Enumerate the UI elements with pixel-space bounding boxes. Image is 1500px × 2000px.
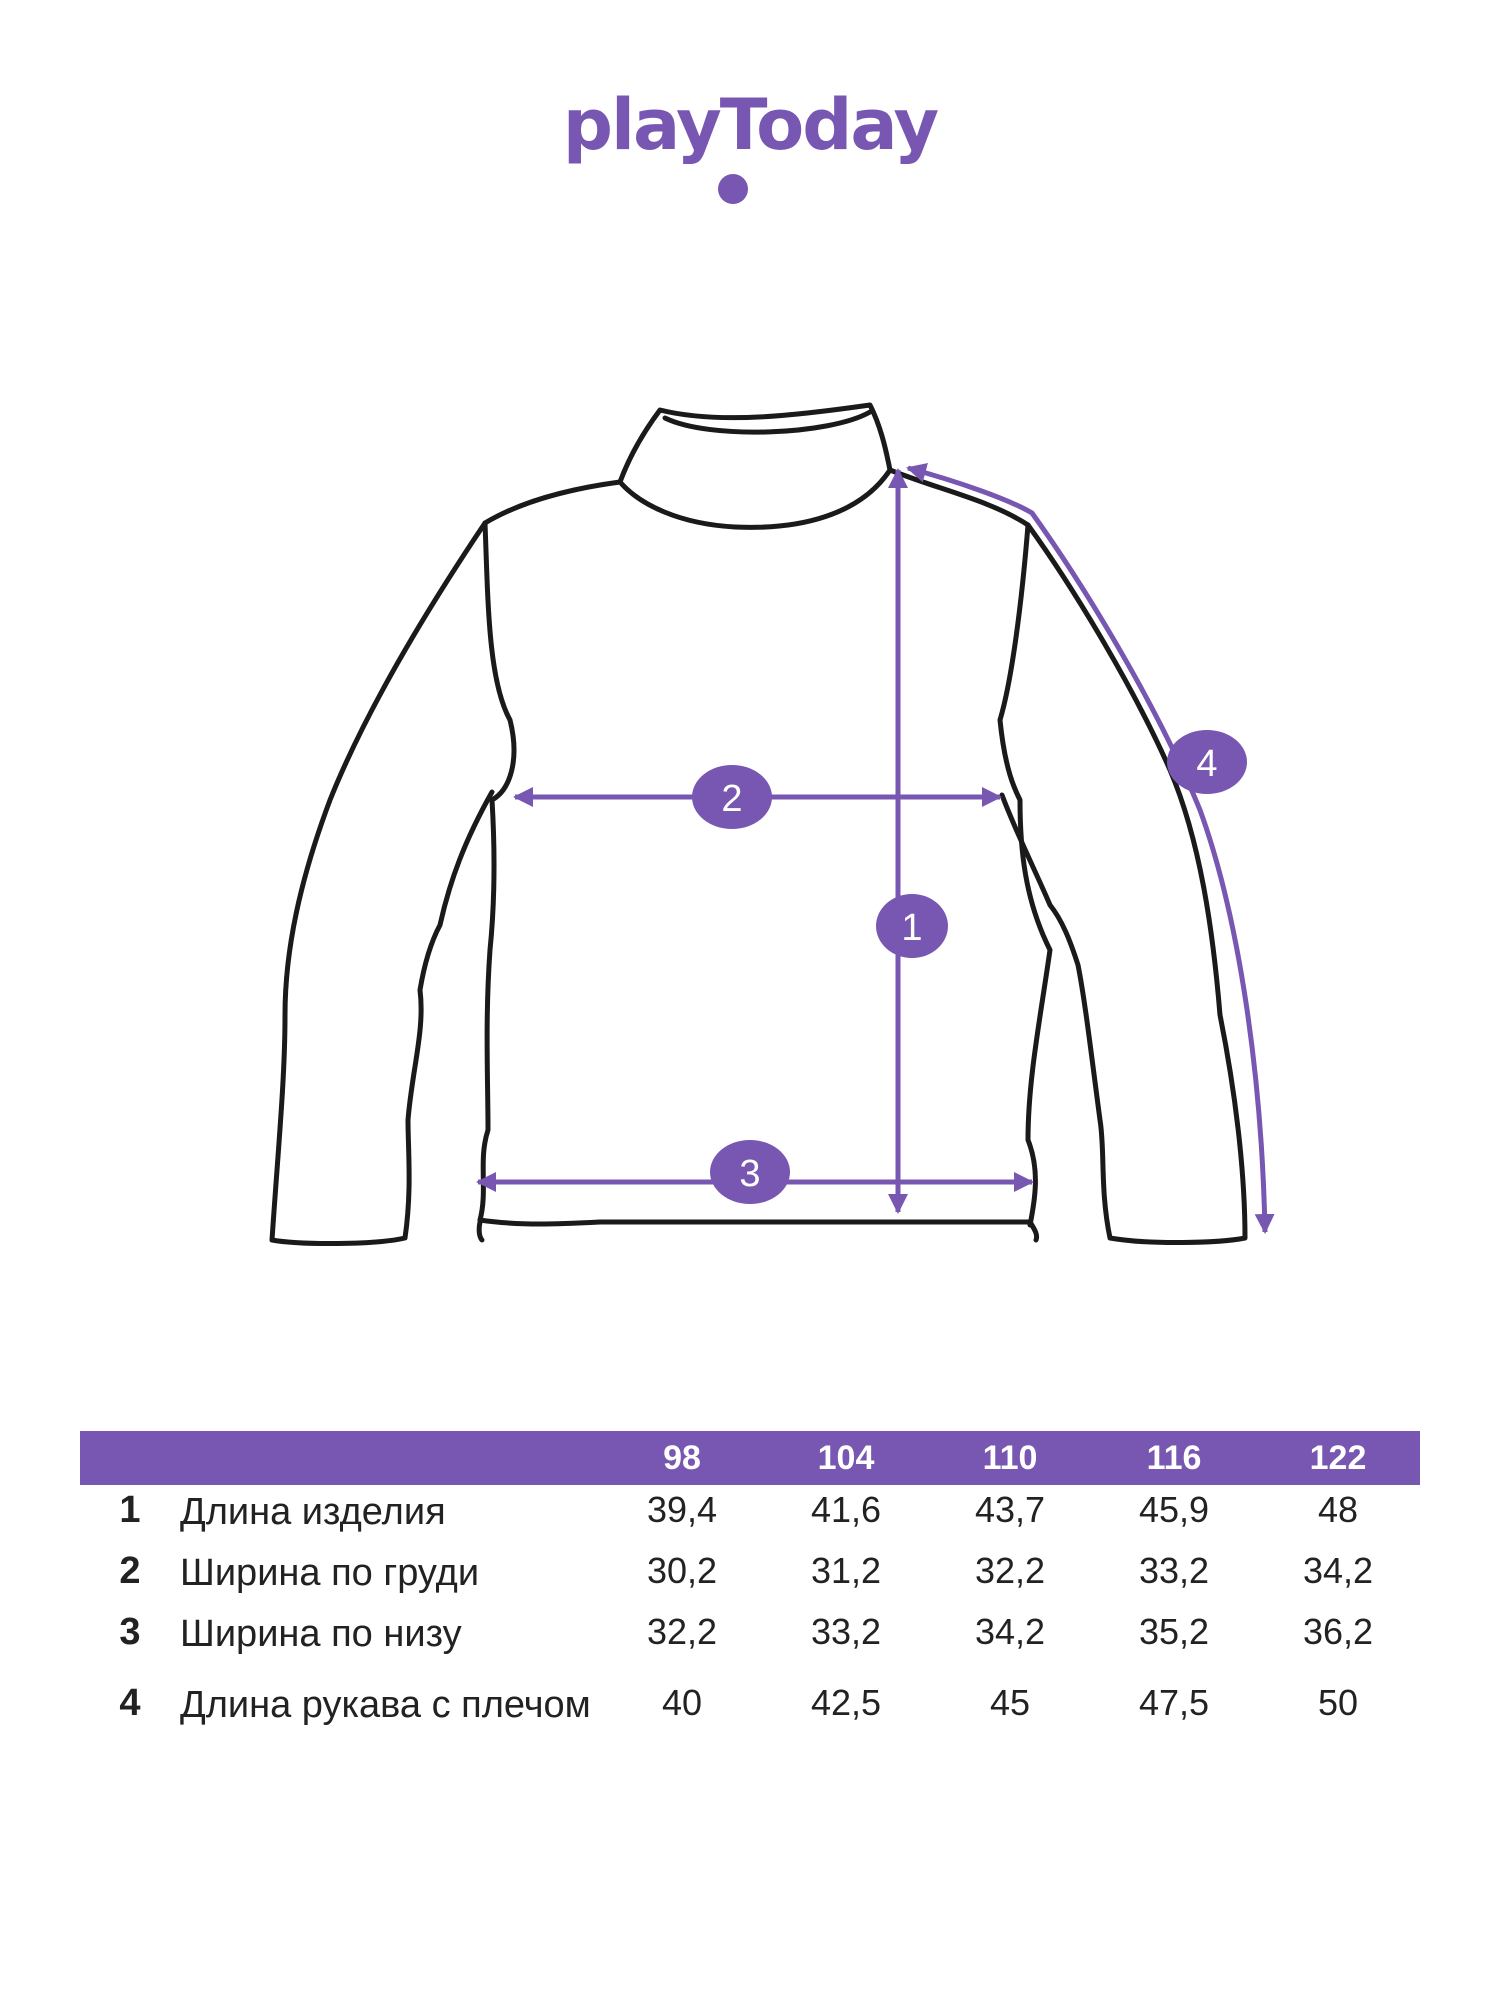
table-row: 2 Ширина по груди 30,2 31,2 32,2 33,2 34…	[80, 1546, 1420, 1607]
row-label: Длина рукава с плечом	[180, 1684, 591, 1726]
turtleneck-outline	[269, 402, 1248, 1247]
cell-value: 45	[989, 1682, 1031, 1723]
header-cell	[180, 1431, 600, 1485]
size-116-header: 116	[1092, 1431, 1256, 1485]
row-number: 1	[119, 1489, 141, 1531]
cell-value: 48	[1317, 1489, 1359, 1530]
cell-value: 40	[661, 1682, 703, 1723]
size-122-header: 122	[1256, 1431, 1420, 1485]
cell-value: 32,2	[646, 1611, 718, 1652]
marker-badge-1: 1	[876, 894, 948, 958]
cell-value: 34,2	[1302, 1550, 1374, 1591]
row-number: 2	[119, 1550, 141, 1592]
size-110-header: 110	[928, 1431, 1092, 1485]
marker-label-4: 4	[1196, 743, 1217, 785]
garment-measurement-diagram: 1 2 3 4	[269, 402, 1275, 1247]
cell-value: 39,4	[646, 1489, 718, 1530]
table-row: 1 Длина изделия 39,4 41,6 43,7 45,9 48	[80, 1485, 1420, 1546]
cell-value: 41,6	[810, 1489, 882, 1530]
row-label: Длина изделия	[180, 1491, 446, 1533]
cell-value: 50	[1317, 1682, 1359, 1723]
cell-value: 30,2	[646, 1550, 718, 1591]
cell-value: 33,2	[810, 1611, 882, 1652]
size-98-header: 98	[600, 1431, 764, 1485]
size-header-row: 98 104 110 116 122	[80, 1431, 1420, 1485]
row-label: Ширина по груди	[180, 1552, 480, 1594]
marker-label-1: 1	[901, 907, 922, 949]
cell-value: 34,2	[974, 1611, 1046, 1652]
size-104-header: 104	[764, 1431, 928, 1485]
table-row: 3 Ширина по низу 32,2 33,2 34,2 35,2 36,…	[80, 1607, 1420, 1668]
marker-badge-2: 2	[692, 765, 772, 829]
cell-value: 31,2	[810, 1550, 882, 1591]
cell-value: 42,5	[810, 1682, 882, 1723]
cell-value: 43,7	[974, 1489, 1046, 1530]
table-row: 4 Длина рукава с плечом 40 42,5 45 47,5 …	[80, 1668, 1420, 1792]
cell-value: 36,2	[1302, 1611, 1374, 1652]
marker-label-3: 3	[739, 1153, 760, 1195]
marker-label-2: 2	[721, 778, 742, 820]
row-number: 3	[119, 1611, 141, 1653]
cell-value: 47,5	[1138, 1682, 1210, 1723]
marker-badge-4: 4	[1167, 730, 1247, 794]
brand-logo: playToday	[562, 84, 939, 166]
measure-sleeve-line	[906, 463, 1275, 1234]
header-cell	[80, 1431, 180, 1485]
row-label: Ширина по низу	[180, 1613, 462, 1655]
size-table: 98 104 110 116 122 1 Длина изделия 39,4 …	[80, 1431, 1420, 1792]
row-number: 4	[119, 1682, 141, 1724]
logo-dot	[718, 174, 748, 204]
cell-value: 32,2	[974, 1550, 1046, 1591]
cell-value: 35,2	[1138, 1611, 1210, 1652]
cell-value: 33,2	[1138, 1550, 1210, 1591]
marker-badge-3: 3	[710, 1140, 790, 1204]
cell-value: 45,9	[1138, 1489, 1210, 1530]
